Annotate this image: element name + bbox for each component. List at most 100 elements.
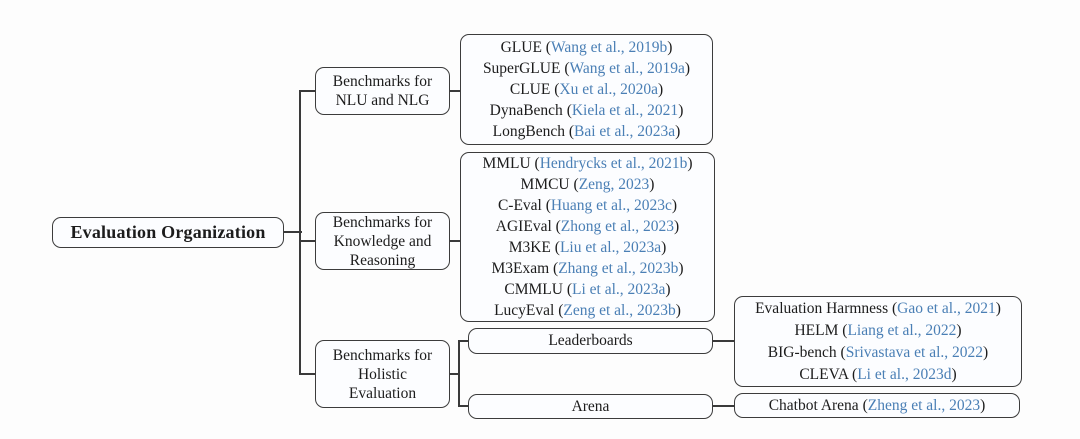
benchmark-entry: SuperGLUE (Wang et al., 2019a) <box>483 58 690 79</box>
arena-label: Arena <box>571 397 610 415</box>
connector-line <box>458 340 460 407</box>
branch-label-line: Knowledge and <box>333 232 432 250</box>
branch-label-line: NLU and NLG <box>335 92 430 109</box>
citation-link[interactable]: Zhong et al., 2023 <box>560 218 675 235</box>
benchmark-entry: M3Exam (Zhang et al., 2023b) <box>491 258 683 279</box>
benchmark-name: GLUE <box>500 39 542 56</box>
connector-line <box>450 90 462 92</box>
citation-link[interactable]: Zhang et al., 2023b <box>558 260 679 277</box>
branch-node-holistic-evaluation: Benchmarks for Holistic Evaluation <box>315 340 450 408</box>
branch-label-line: Holistic <box>357 365 408 383</box>
citation-link[interactable]: Hendrycks et al., 2021b <box>539 155 688 172</box>
benchmark-entry: C-Eval (Huang et al., 2023c) <box>498 195 677 216</box>
citation-link[interactable]: Zheng et al., 2023 <box>867 397 981 414</box>
paren: ( <box>554 81 560 98</box>
mid-node-leaderboards: Leaderboards <box>468 328 713 354</box>
benchmark-entry: LongBench (Bai et al., 2023a) <box>493 121 681 142</box>
benchmark-name: LongBench <box>492 123 565 140</box>
paren: ) <box>678 260 684 277</box>
benchmark-entry: CMMLU (Li et al., 2023a) <box>504 279 670 300</box>
paren: ) <box>995 299 1001 317</box>
paren: ) <box>671 197 678 214</box>
branch-label-line: Reasoning <box>349 251 416 269</box>
branch-label-line: Benchmarks for <box>332 213 433 231</box>
leaf-node-leaderboard-systems: Evaluation Harmness (Gao et al., 2021) H… <box>734 296 1022 387</box>
connector-line <box>300 373 316 375</box>
paren: ) <box>657 81 664 98</box>
benchmark-name: CLUE <box>509 81 551 98</box>
benchmark-name: LucyEval <box>494 302 555 319</box>
connector-line <box>458 405 470 407</box>
paren: ) <box>649 176 655 193</box>
connector-line <box>284 231 302 233</box>
citation-link[interactable]: Srivastava et al., 2022 <box>845 343 984 361</box>
benchmark-name: Chatbot Arena <box>768 397 859 414</box>
benchmark-entry: Evaluation Harmness (Gao et al., 2021) <box>755 298 1001 320</box>
citation-link[interactable]: Wang et al., 2019a <box>569 60 685 77</box>
citation-link[interactable]: Kiela et al., 2021 <box>571 102 679 119</box>
paren: ( <box>573 176 579 193</box>
paren: ) <box>675 123 681 140</box>
branch-label-line: Benchmarks for <box>332 346 433 364</box>
paren: ) <box>678 102 684 119</box>
citation-link[interactable]: Wang et al., 2019b <box>550 39 668 56</box>
mid-node-arena: Arena <box>468 394 713 419</box>
citation-link[interactable]: Xu et al., 2020a <box>559 81 658 98</box>
branch-node-knowledge-reasoning: Benchmarks for Knowledge and Reasoning <box>315 212 450 270</box>
paren: ) <box>684 60 691 77</box>
benchmark-name: BIG-bench <box>767 343 837 361</box>
benchmark-name: CMMLU <box>504 281 563 298</box>
citation-link[interactable]: Gao et al., 2021 <box>897 299 996 317</box>
branch-node-nlu-nlg: Benchmarks for NLU and NLG <box>315 67 450 115</box>
benchmark-name: SuperGLUE <box>482 60 561 77</box>
citation-link[interactable]: Zeng, 2023 <box>578 176 650 193</box>
benchmark-entry: LucyEval (Zeng et al., 2023b) <box>494 300 681 321</box>
paren: ( <box>545 39 551 56</box>
paren: ) <box>661 239 667 256</box>
benchmark-entry: GLUE (Wang et al., 2019b) <box>501 37 673 58</box>
citation-link[interactable]: Bai et al., 2023a <box>574 123 676 140</box>
benchmark-name: AGIEval <box>495 218 552 235</box>
citation-link[interactable]: Li et al., 2023d <box>857 365 952 383</box>
benchmark-name: CLEVA <box>799 365 849 383</box>
benchmark-name: C-Eval <box>497 197 542 214</box>
connector-line <box>713 340 736 342</box>
paren: ( <box>534 155 540 172</box>
paren: ) <box>675 302 681 319</box>
benchmark-name: M3Exam <box>491 260 550 277</box>
leaf-node-chatbot-arena: Chatbot Arena (Zheng et al., 2023) <box>734 393 1020 418</box>
paren: ) <box>674 218 680 235</box>
connector-line <box>458 340 470 342</box>
citation-link[interactable]: Huang et al., 2023c <box>550 197 672 214</box>
paren: ( <box>564 60 570 77</box>
citation-link[interactable]: Liu et al., 2023a <box>559 239 662 256</box>
paren: ) <box>980 397 986 414</box>
benchmark-name: Evaluation Harmness <box>755 299 889 317</box>
benchmark-name: M3KE <box>508 239 551 256</box>
benchmark-entry: MMCU (Zeng, 2023) <box>521 174 655 195</box>
benchmark-name: DynaBench <box>489 102 563 119</box>
connector-line <box>450 373 460 375</box>
benchmark-name: MMLU <box>482 155 531 172</box>
connector-line <box>450 240 462 242</box>
paren: ( <box>891 299 898 317</box>
branch-label-line: Evaluation <box>348 384 417 402</box>
paren: ( <box>566 102 572 119</box>
citation-link[interactable]: Li et al., 2023a <box>572 281 666 298</box>
paren: ( <box>553 260 559 277</box>
citation-link[interactable]: Zeng et al., 2023b <box>563 302 676 319</box>
benchmark-name: MMCU <box>520 176 570 193</box>
paren: ( <box>545 197 551 214</box>
benchmark-entry: BIG-bench (Srivastava et al., 2022) <box>768 342 988 364</box>
benchmark-entry: CLEVA (Li et al., 2023d) <box>799 364 956 386</box>
connector-line <box>300 240 316 242</box>
benchmark-entry: AGIEval (Zhong et al., 2023) <box>496 216 679 237</box>
paren: ) <box>983 343 989 361</box>
paren: ) <box>665 281 671 298</box>
paren: ( <box>862 397 868 414</box>
paren: ( <box>555 218 561 235</box>
paren: ( <box>842 321 848 339</box>
citation-link[interactable]: Liang et al., 2022 <box>847 321 957 339</box>
paren: ( <box>554 239 560 256</box>
benchmark-entry: MMLU (Hendrycks et al., 2021b) <box>482 153 692 174</box>
